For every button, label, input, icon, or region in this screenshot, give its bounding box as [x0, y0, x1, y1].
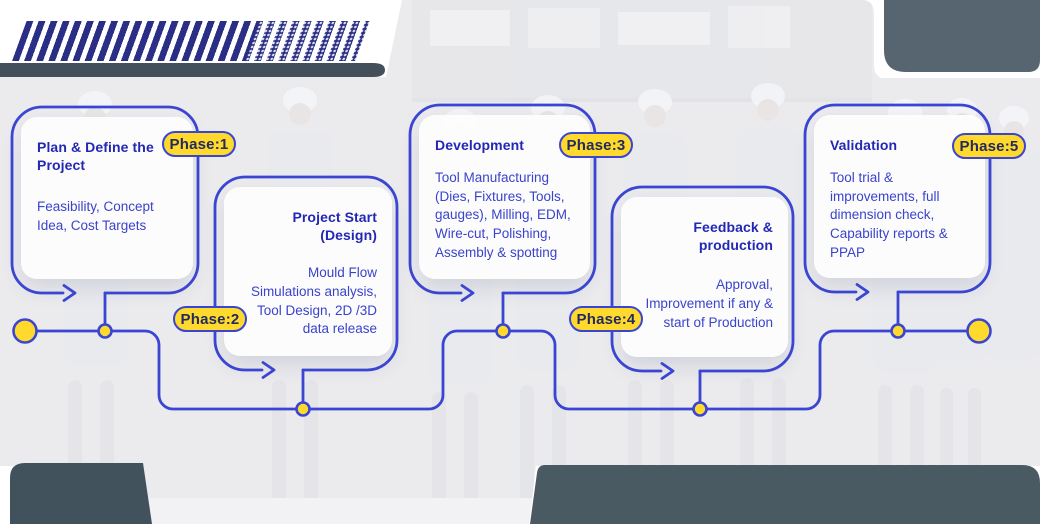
slate-accent-bottom-right	[530, 465, 1040, 524]
phase-badge-1: Phase:1	[162, 131, 236, 157]
phase-badge-5: Phase:5	[952, 133, 1026, 159]
phase-badge-3: Phase:3	[559, 132, 633, 158]
phase-badge-2: Phase:2	[173, 306, 247, 332]
phase-card-2: Project Start (Design) Mould Flow Simula…	[215, 177, 397, 370]
slate-accent-top-left	[0, 63, 385, 77]
phase-card-4: Feedback & production Approval, Improvem…	[612, 187, 793, 371]
slate-accent-top-right	[884, 0, 1040, 72]
phase-5-title: Validation	[830, 137, 898, 153]
phase-badge-4: Phase:4	[569, 306, 643, 332]
phase-1-title: Plan & Define the Project	[37, 139, 154, 174]
worker-legs	[68, 378, 981, 510]
phase-4-title: Feedback & production	[693, 219, 773, 254]
phase-3-title: Development	[435, 137, 525, 153]
phase-2-title: Project Start (Design)	[292, 209, 377, 244]
slate-accent-bottom-left	[10, 463, 152, 524]
decorative-stripes	[12, 21, 370, 61]
phase-2-body: Mould Flow Simulations analysis, Tool De…	[250, 265, 377, 337]
phase-3-body: Tool Manufacturing (Dies, Fixtures, Tool…	[435, 170, 571, 260]
machinery-shelf	[412, 0, 872, 102]
phase-1-body: Feasibility, Concept Idea, Cost Targets	[37, 199, 154, 233]
phase-5-body: Tool trial & improvements, full dimensio…	[830, 170, 948, 260]
phase-4-body: Approval, Improvement if any & start of …	[645, 277, 773, 330]
